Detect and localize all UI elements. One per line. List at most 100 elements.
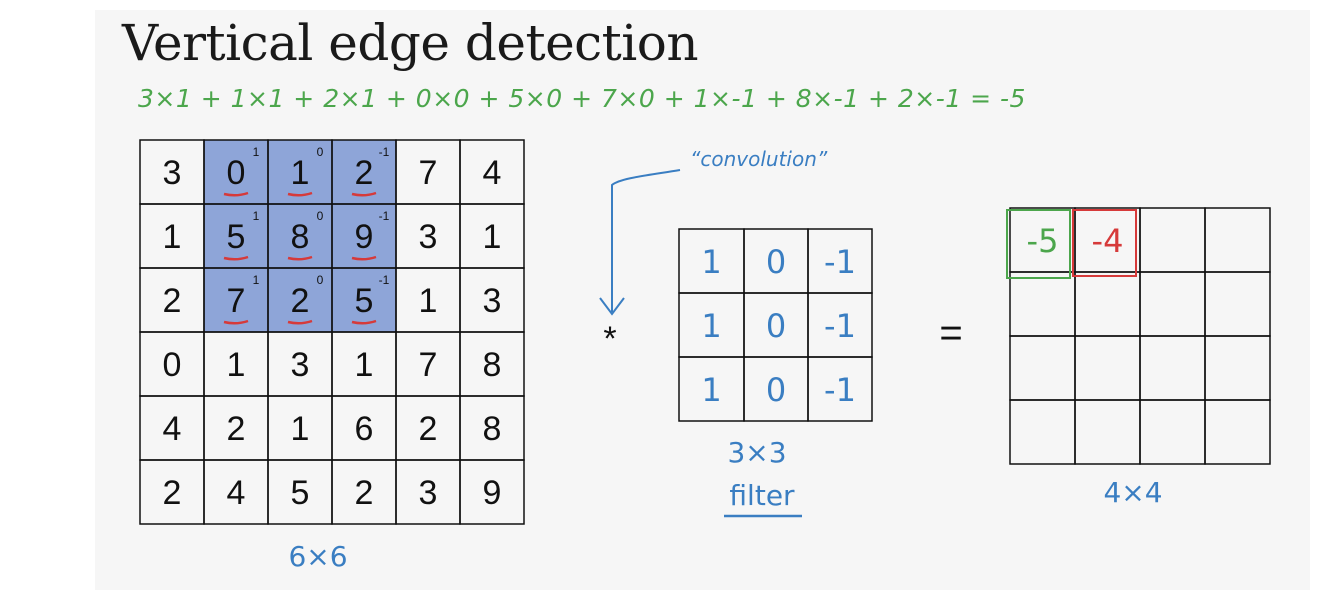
input-highlight: [204, 140, 396, 332]
filter-weight-superscript: -1: [379, 273, 390, 287]
filter-weight-superscript: 1: [253, 273, 260, 287]
input-cell-value: 2: [163, 282, 182, 320]
filter-cell-value: 0: [766, 243, 786, 281]
input-highlight-region: [204, 140, 396, 332]
output-cell: [1204, 399, 1271, 465]
convolution-operator: *: [603, 320, 616, 358]
input-cell-value: 9: [483, 474, 502, 512]
input-cell-value: 7: [227, 282, 246, 320]
input-cell-value: 7: [419, 154, 438, 192]
input-cell-value: 3: [419, 474, 438, 512]
input-cell-value: 3: [419, 218, 438, 256]
output-highlight-green: [1006, 209, 1071, 279]
input-cell-value: 8: [483, 346, 502, 384]
output-cell: [1074, 399, 1141, 465]
input-cell-value: 2: [355, 154, 374, 192]
convolution-arrow-head: [599, 297, 625, 316]
cell-underline: [351, 191, 377, 197]
input-cell-value: 5: [291, 474, 310, 512]
filter-cell-value: 0: [766, 371, 786, 409]
input-cell-value: 3: [163, 154, 182, 192]
output-cell: [1009, 399, 1076, 465]
output-cell: [1009, 271, 1076, 337]
filter-weight-superscript: 0: [317, 145, 324, 159]
output-cell: [1074, 335, 1141, 401]
input-cell-value: 2: [227, 410, 246, 448]
input-cell-value: 2: [419, 410, 438, 448]
input-cell-value: 1: [163, 218, 182, 256]
filter-weight-superscript: 0: [317, 273, 324, 287]
input-cell-value: 9: [355, 218, 374, 256]
input-cell-value: 0: [163, 346, 182, 384]
filter-weight-superscript: -1: [379, 209, 390, 223]
output-cell: [1074, 271, 1141, 337]
input-cell-value: 2: [163, 474, 182, 512]
input-cell-value: 1: [227, 346, 246, 384]
cell-underline: [223, 255, 249, 261]
input-cell-value: 3: [483, 282, 502, 320]
filter-weight-superscript: -1: [379, 145, 390, 159]
output-matrix-values: -5 -4: [1027, 222, 1124, 260]
filter-cell-value: 1: [701, 243, 721, 281]
filter-cell-value: -1: [824, 371, 856, 409]
output-cell: [1204, 207, 1271, 273]
input-cell-value: 1: [483, 218, 502, 256]
cell-underline: [287, 319, 313, 325]
input-cell-value: 2: [355, 474, 374, 512]
output-cell: [1204, 335, 1271, 401]
equals-sign: =: [939, 311, 962, 355]
output-cell: [1139, 399, 1206, 465]
input-cell-value: 8: [483, 410, 502, 448]
output-cell-value: -5: [1027, 222, 1059, 260]
output-cell: [1009, 335, 1076, 401]
filter-cell: [807, 356, 873, 422]
filter-weight-superscript: 1: [253, 145, 260, 159]
input-cell-value: 4: [227, 474, 246, 512]
convolution-label: “convolution”: [690, 147, 828, 171]
output-cell: [1139, 335, 1206, 401]
input-matrix-grid: [139, 139, 525, 525]
output-cell: [1204, 271, 1271, 337]
input-size-label: 6×6: [288, 540, 347, 573]
input-cell-value: 8: [291, 218, 310, 256]
input-cell-value: 5: [355, 282, 374, 320]
filter-weight-superscript: 1: [253, 209, 260, 223]
cell-underline: [351, 255, 377, 261]
input-cell-value: 4: [163, 410, 182, 448]
output-cell: [1139, 271, 1206, 337]
slide-title: Vertical edge detection: [122, 14, 699, 72]
input-cell-value: 1: [355, 346, 374, 384]
cell-underline: [351, 319, 377, 325]
output-size-label: 4×4: [1103, 476, 1162, 509]
filter-cell-value: -1: [824, 307, 856, 345]
output-cell: [1139, 207, 1206, 273]
input-cell-value: 1: [419, 282, 438, 320]
filter-cell-value: 1: [701, 371, 721, 409]
input-cell-value: 2: [291, 282, 310, 320]
filter-weight-superscript: 0: [317, 209, 324, 223]
input-cell-value: 5: [227, 218, 246, 256]
input-cell-value: 7: [419, 346, 438, 384]
filter-cell-value: 1: [701, 307, 721, 345]
input-cell: [459, 459, 525, 525]
output-cell-value: -4: [1092, 222, 1124, 260]
output-highlight-red: [1072, 209, 1137, 277]
convolution-arrow: [611, 169, 681, 312]
input-cell-value: 6: [355, 410, 374, 448]
cell-underline: [287, 255, 313, 261]
filter-size-label: 3×3: [727, 436, 786, 469]
convolution-equation: 3×1 + 1×1 + 2×1 + 0×0 + 5×0 + 7×0 + 1×-1…: [138, 84, 1026, 113]
filter-name-label: filter: [729, 479, 795, 512]
input-cell-value: 1: [291, 410, 310, 448]
filter-cell-value: -1: [824, 243, 856, 281]
input-cell-value: 0: [227, 154, 246, 192]
input-cell-value: 4: [483, 154, 502, 192]
cell-underline: [287, 191, 313, 197]
output-matrix-grid: [1009, 207, 1271, 465]
cell-underline: [223, 191, 249, 197]
input-cell-value: 1: [291, 154, 310, 192]
filter-matrix-grid: [678, 228, 873, 422]
